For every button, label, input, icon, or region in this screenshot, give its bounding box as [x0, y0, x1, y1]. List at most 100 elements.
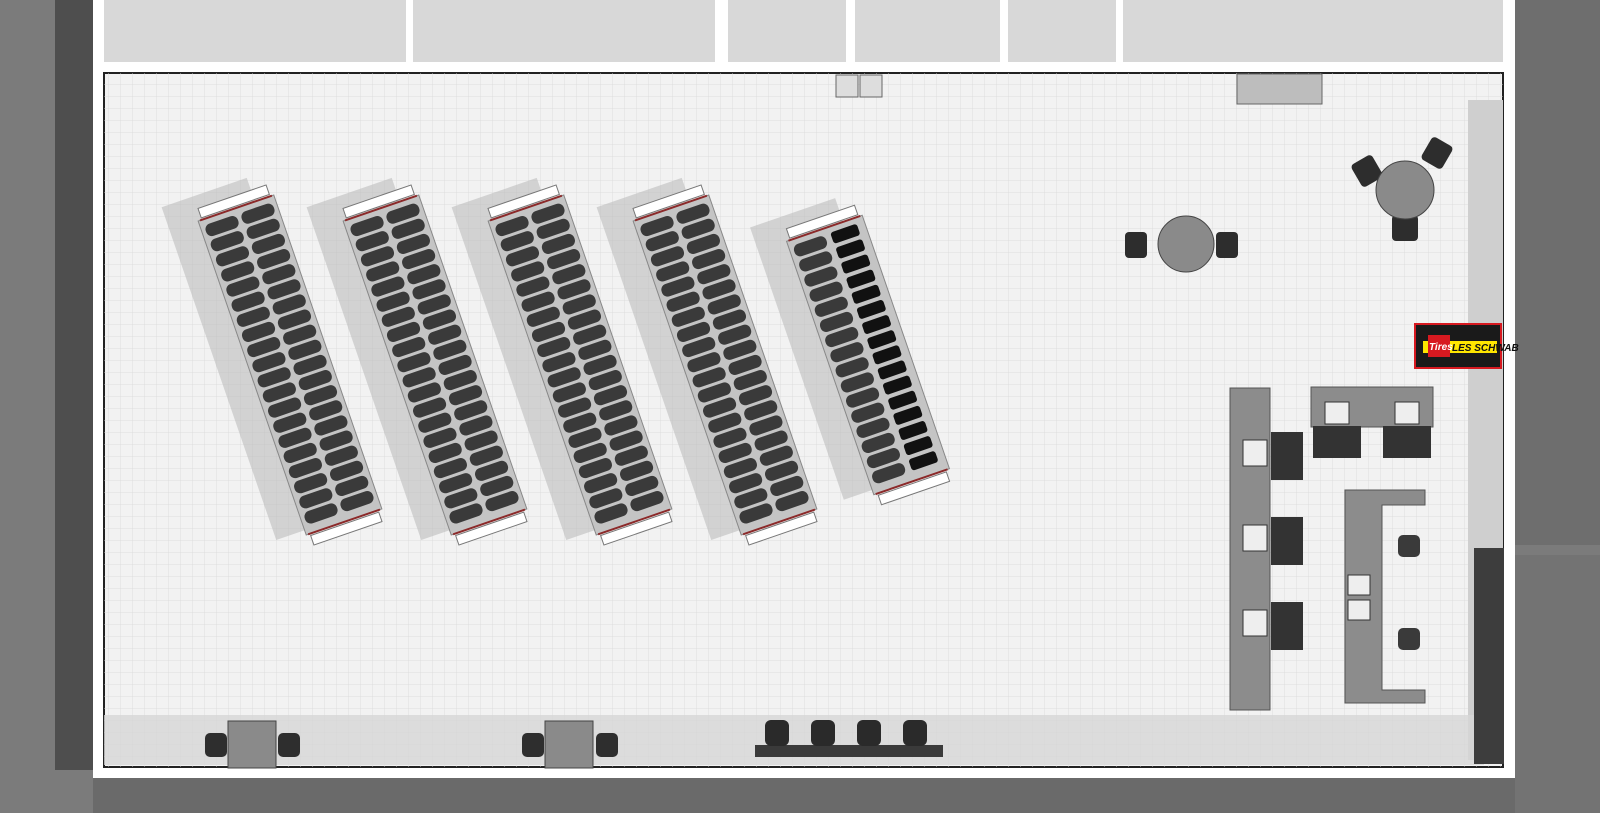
tire — [536, 218, 570, 239]
tire — [226, 276, 260, 297]
tire — [381, 306, 415, 327]
tire — [744, 400, 778, 421]
sink — [835, 74, 859, 98]
tire — [676, 203, 710, 224]
tire — [454, 400, 488, 421]
tire — [428, 324, 462, 345]
tire-rack — [306, 177, 528, 546]
tire-wheel — [877, 360, 907, 380]
tire — [793, 236, 828, 257]
waiting-chair — [903, 720, 927, 746]
tire — [775, 491, 809, 512]
tire — [738, 385, 773, 406]
tire — [614, 445, 648, 466]
tire — [521, 291, 555, 312]
tire — [593, 385, 628, 406]
tire — [682, 337, 716, 358]
tire — [563, 412, 597, 433]
tire — [739, 503, 773, 524]
tire — [438, 354, 472, 376]
rack-rail — [788, 214, 861, 242]
rack-end-cap — [785, 204, 859, 239]
tire — [407, 382, 441, 403]
tire — [288, 458, 322, 479]
tire — [819, 311, 854, 333]
round-table — [1157, 215, 1215, 273]
tire — [573, 324, 607, 345]
tire — [439, 473, 473, 494]
tire — [568, 427, 602, 448]
right-wall-cabinet — [1474, 548, 1504, 764]
tire — [241, 321, 276, 343]
tire — [661, 276, 695, 297]
tire — [814, 296, 848, 317]
tire — [666, 291, 700, 312]
tire-wheel — [862, 315, 891, 334]
tire-wheel — [836, 239, 865, 259]
desk-left — [205, 720, 300, 769]
tire — [542, 352, 576, 373]
workstation-desk — [1271, 432, 1303, 480]
tire — [573, 442, 607, 464]
monitor — [1394, 401, 1420, 425]
rack-rail — [452, 508, 526, 536]
tire — [708, 412, 742, 433]
tire-wheel — [841, 254, 871, 274]
tire — [609, 430, 643, 451]
tire — [293, 354, 327, 376]
tire — [686, 233, 720, 254]
tire — [749, 415, 783, 436]
tire — [210, 231, 244, 252]
tire — [723, 458, 757, 479]
tire — [241, 203, 275, 224]
tire — [304, 503, 338, 524]
chair — [205, 733, 227, 757]
tire — [459, 415, 493, 436]
tire — [531, 203, 565, 224]
tire — [413, 397, 447, 418]
rack-rail — [489, 194, 563, 222]
tire — [759, 445, 793, 466]
desk-middle — [522, 720, 618, 769]
monitor — [1347, 599, 1371, 621]
tire — [391, 218, 425, 239]
rack-rail — [875, 468, 948, 496]
tire — [729, 473, 763, 494]
tire — [267, 279, 301, 300]
tire — [537, 337, 571, 358]
tire — [303, 385, 338, 406]
tire — [733, 370, 767, 391]
tire — [449, 503, 483, 524]
tire — [799, 251, 833, 272]
tire — [205, 215, 239, 237]
tire-wheel — [898, 421, 928, 440]
tire — [583, 354, 617, 376]
tire-wheel — [888, 390, 917, 410]
rack-end-cap — [745, 511, 818, 546]
rack-end-cap — [632, 184, 705, 219]
tire — [754, 430, 788, 451]
monitor — [1242, 524, 1268, 552]
tire — [511, 261, 545, 282]
tire — [541, 233, 575, 254]
waiting-chair — [857, 720, 881, 746]
tire — [444, 488, 478, 509]
tire — [262, 382, 296, 403]
tire — [495, 215, 529, 237]
rack-end-cap — [455, 511, 528, 546]
tire — [428, 442, 462, 464]
tire — [562, 294, 596, 315]
tire — [283, 442, 317, 464]
tire — [589, 488, 623, 509]
tire — [319, 430, 353, 451]
tire — [273, 412, 307, 433]
rack-rail — [597, 508, 671, 536]
chair — [522, 733, 544, 757]
workstation-desk — [1271, 602, 1303, 650]
tire — [268, 397, 302, 418]
right-annex-lower — [1515, 555, 1600, 813]
tire — [712, 309, 747, 330]
tire-wheel — [830, 224, 860, 244]
tire-wheel — [867, 330, 897, 350]
tire-wheel — [883, 375, 912, 395]
